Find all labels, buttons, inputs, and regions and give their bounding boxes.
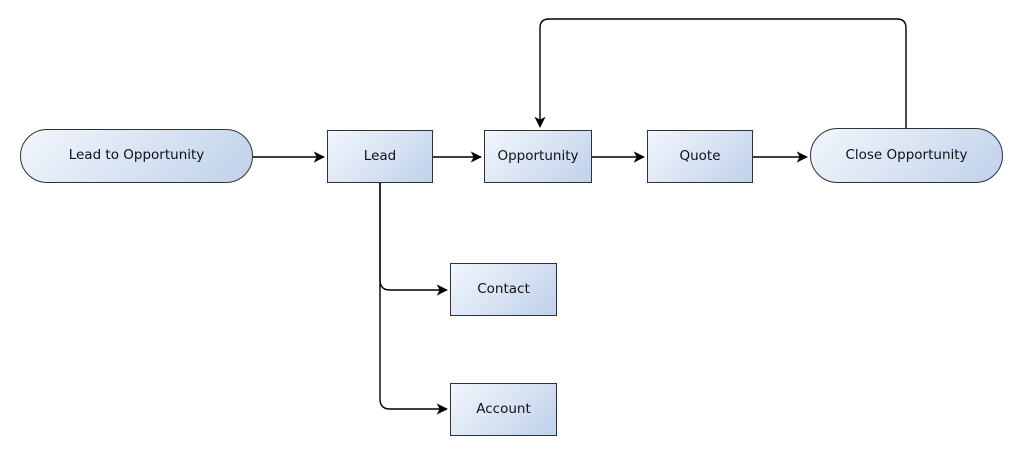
node-quote: Quote [647,130,753,183]
node-close-opportunity-label: Close Opportunity [845,146,968,163]
node-close-opportunity: Close Opportunity [810,128,1003,183]
node-account: Account [450,383,557,436]
node-lead-to-opportunity: Lead to Opportunity [20,129,253,183]
node-lead-to-opportunity-label: Lead to Opportunity [68,147,205,164]
node-opportunity: Opportunity [484,130,592,183]
edge-lead-to-contact [379,183,448,296]
node-contact-label: Contact [477,280,530,297]
node-contact: Contact [450,263,557,316]
edge-lead-to-account [379,183,448,415]
node-lead-label: Lead [363,147,397,164]
node-account-label: Account [476,400,531,417]
node-opportunity-label: Opportunity [497,147,579,164]
node-quote-label: Quote [679,147,721,164]
node-lead: Lead [327,130,433,183]
edge-closeopportunity-loop-to-opportunity [534,18,907,128]
